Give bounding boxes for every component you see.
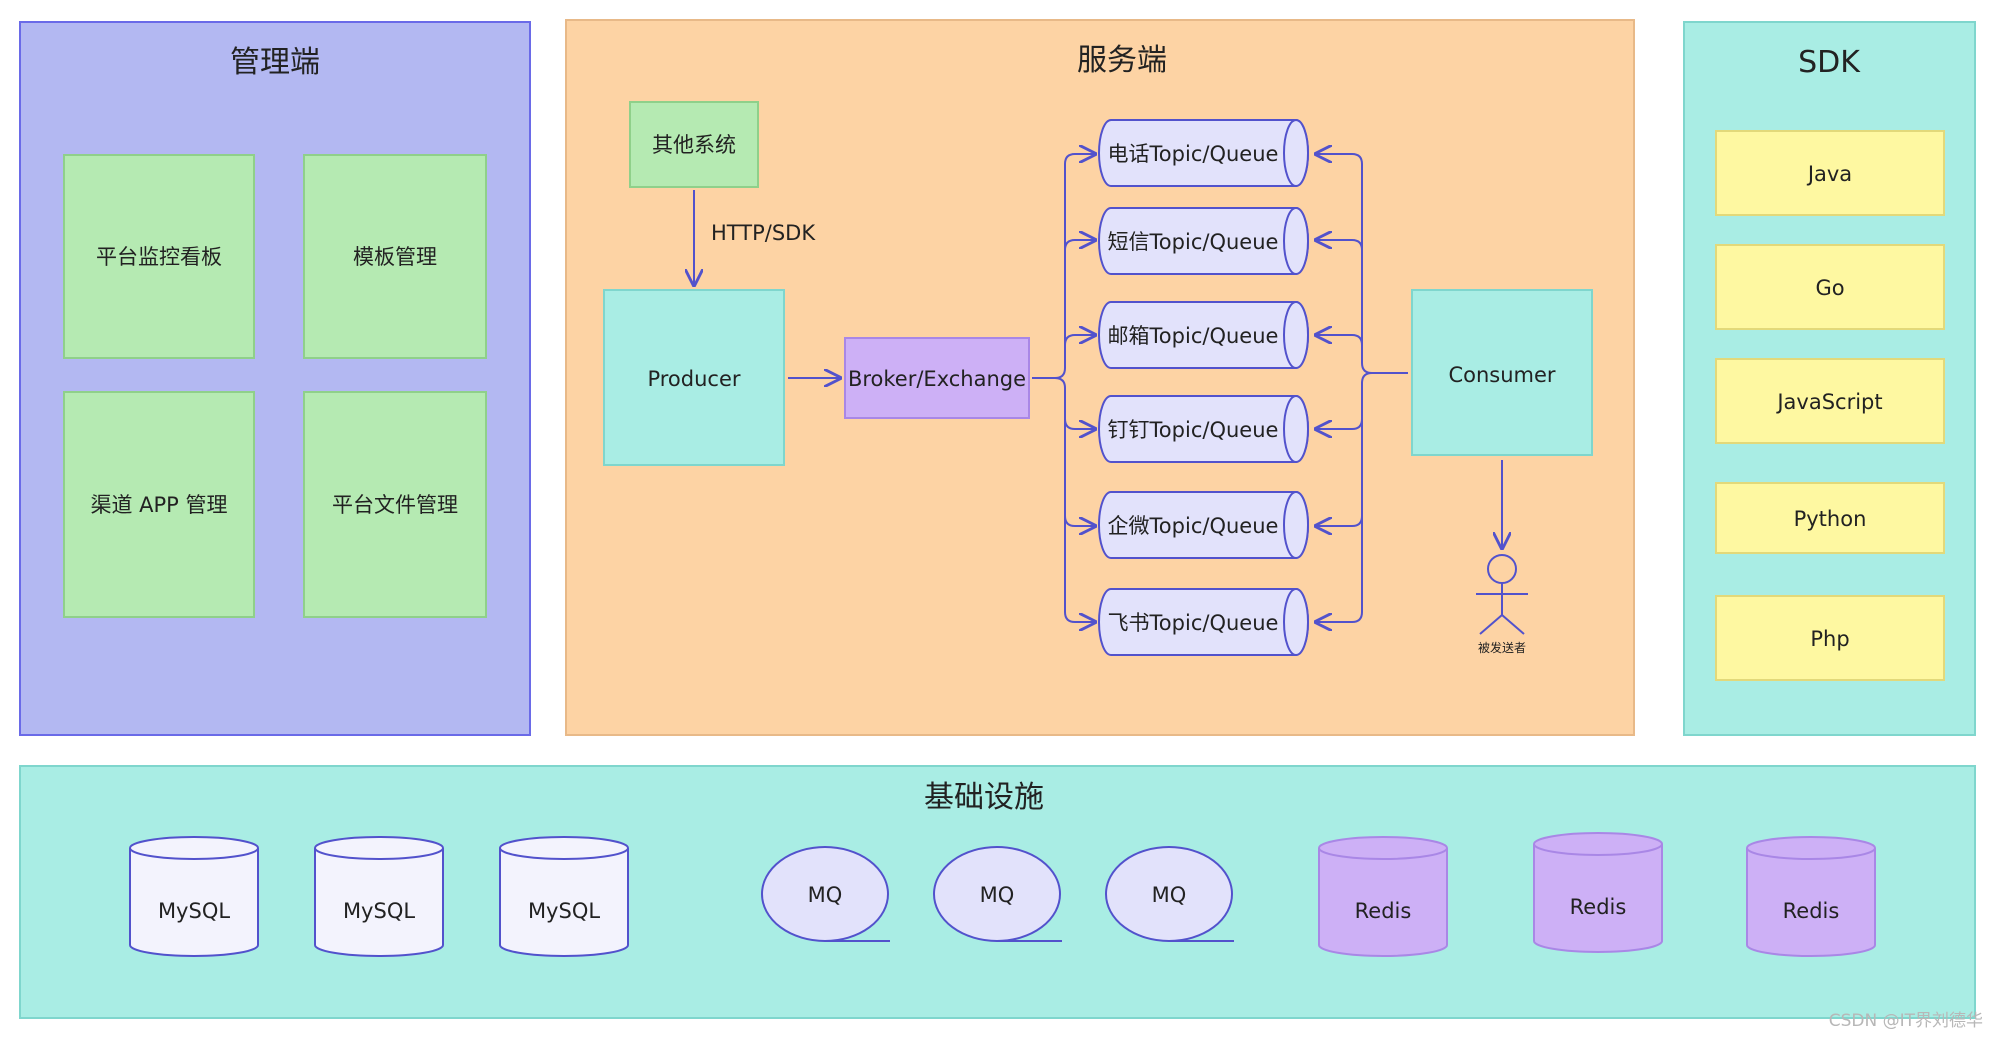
mysql-database-1: MySQL: [129, 836, 259, 957]
broker-fanout-connectors: [1032, 154, 1095, 622]
sdk-language-label: Java: [1806, 162, 1852, 186]
mq-label: MQ: [1152, 883, 1187, 907]
server-panel-title: 服务端: [1077, 43, 1167, 78]
redis-cache-1: Redis: [1318, 836, 1448, 957]
redis-cache-3: Redis: [1746, 836, 1876, 957]
mysql-database-3: MySQL: [499, 836, 629, 957]
redis-label: Redis: [1570, 895, 1627, 919]
queue-email: 邮箱Topic/Queue: [1098, 301, 1309, 369]
queue-label: 钉钉Topic/Queue: [1108, 418, 1279, 442]
mq-node-3: MQ: [1105, 846, 1234, 942]
recipient-label: 被发送者: [1478, 640, 1526, 655]
watermark-text: CSDN @IT界刘德华: [1829, 1011, 1983, 1031]
queue-label: 邮箱Topic/Queue: [1108, 324, 1279, 348]
redis-cache-2: Redis: [1533, 832, 1663, 953]
mq-node-1: MQ: [761, 846, 890, 942]
infra-panel-title: 基础设施: [924, 780, 1044, 815]
producer-node: Producer: [603, 289, 785, 466]
sdk-java: Java: [1715, 130, 1945, 216]
admin-item-file-management: 平台文件管理: [303, 391, 487, 618]
mysql-label: MySQL: [343, 899, 415, 923]
queue-wecom: 企微Topic/Queue: [1098, 491, 1309, 559]
admin-panel: 管理端 平台监控看板 模板管理 渠道 APP 管理 平台文件管理: [19, 21, 531, 736]
infra-panel: 基础设施 MySQL MySQL MySQL MQ MQ: [19, 765, 1976, 1019]
sdk-panel: SDK Java Go JavaScript Python Php: [1683, 21, 1976, 736]
http-sdk-label: HTTP/SDK: [711, 221, 816, 245]
mq-label: MQ: [808, 883, 843, 907]
sdk-go: Go: [1715, 244, 1945, 330]
other-system-node: 其他系统: [629, 101, 759, 188]
broker-label: Broker/Exchange: [848, 367, 1026, 391]
sdk-language-label: Python: [1794, 507, 1867, 531]
admin-item-channel-app-management: 渠道 APP 管理: [63, 391, 255, 618]
queue-dingtalk: 钉钉Topic/Queue: [1098, 395, 1309, 463]
mysql-label: MySQL: [528, 899, 600, 923]
redis-label: Redis: [1783, 899, 1840, 923]
consumer-node: Consumer: [1411, 289, 1593, 456]
redis-label: Redis: [1355, 899, 1412, 923]
queue-label: 电话Topic/Queue: [1108, 142, 1279, 166]
admin-panel-title: 管理端: [230, 45, 320, 80]
sdk-language-label: Php: [1810, 627, 1849, 651]
admin-item-label: 模板管理: [353, 245, 437, 269]
admin-item-label: 平台文件管理: [332, 493, 458, 517]
consumer-connectors: [1316, 154, 1408, 622]
queue-phone: 电话Topic/Queue: [1098, 119, 1309, 187]
queue-sms: 短信Topic/Queue: [1098, 207, 1309, 275]
admin-item-label: 平台监控看板: [96, 245, 222, 269]
sdk-javascript: JavaScript: [1715, 358, 1945, 444]
consumer-label: Consumer: [1448, 363, 1555, 387]
queue-label: 飞书Topic/Queue: [1108, 611, 1279, 635]
producer-label: Producer: [647, 367, 740, 391]
mq-node-2: MQ: [933, 846, 1062, 942]
broker-exchange-node: Broker/Exchange: [844, 337, 1030, 419]
mysql-label: MySQL: [158, 899, 230, 923]
queue-label: 企微Topic/Queue: [1108, 514, 1279, 538]
other-system-label: 其他系统: [652, 133, 736, 157]
sdk-panel-title: SDK: [1798, 45, 1861, 80]
sdk-php: Php: [1715, 595, 1945, 681]
person-icon: [1476, 554, 1528, 635]
queue-label: 短信Topic/Queue: [1108, 230, 1279, 254]
queue-feishu: 飞书Topic/Queue: [1098, 588, 1309, 656]
sdk-python: Python: [1715, 482, 1945, 554]
admin-item-label: 渠道 APP 管理: [90, 493, 227, 517]
sdk-language-label: Go: [1815, 276, 1844, 300]
admin-item-monitor-dashboard: 平台监控看板: [63, 154, 255, 359]
mq-label: MQ: [980, 883, 1015, 907]
sdk-language-label: JavaScript: [1775, 390, 1882, 414]
admin-item-template-management: 模板管理: [303, 154, 487, 359]
server-panel: 服务端 其他系统 HTTP/SDK Producer Broker/Exchan…: [565, 19, 1635, 736]
mysql-database-2: MySQL: [314, 836, 444, 957]
